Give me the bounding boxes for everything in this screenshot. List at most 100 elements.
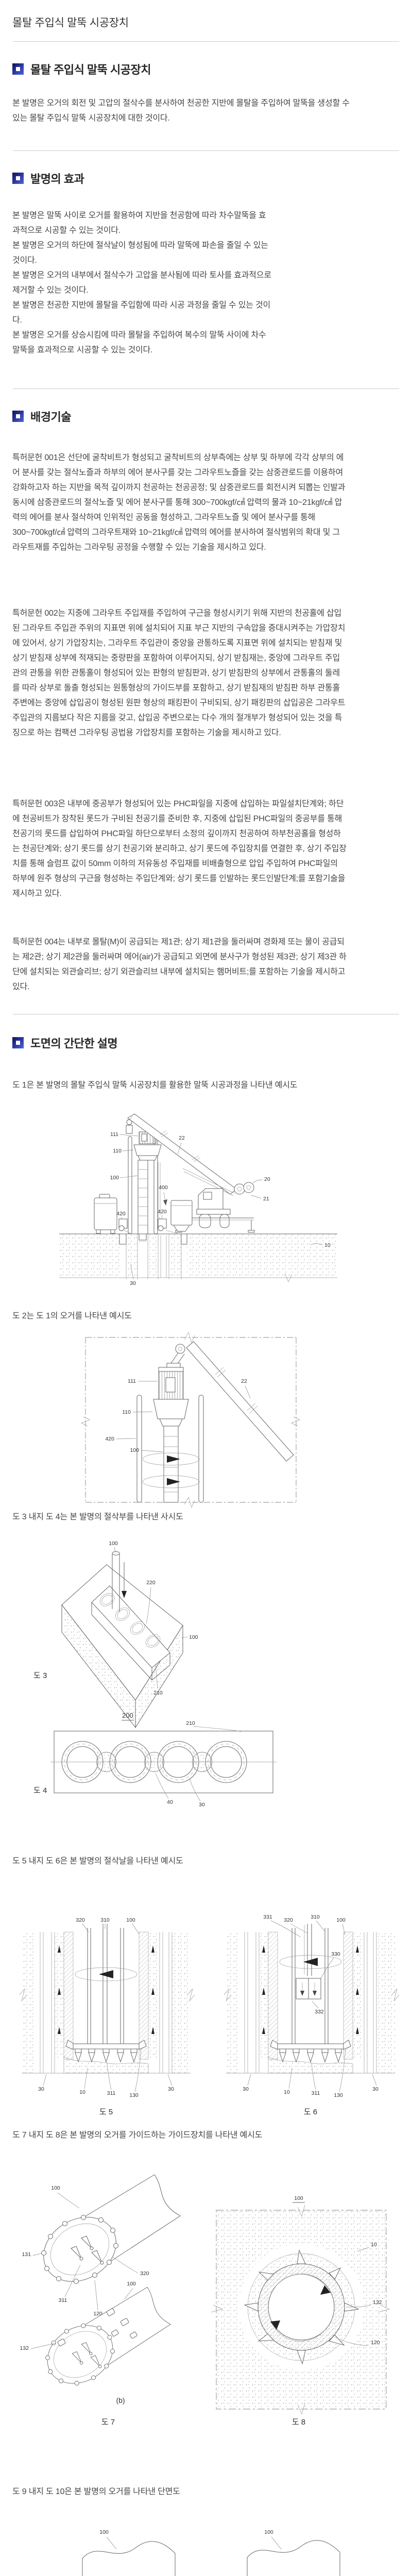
- ref-label-111: 111: [110, 1131, 118, 1138]
- section-heading-effects: 발명의 효과: [12, 170, 84, 187]
- figure-1-rig-illustration: 111 110 100 400 420 420 22 20 21 10 30: [59, 1113, 337, 1286]
- background-paragraph-003: 특허문헌 003은 내부에 중공부가 형성되어 있는 PHC파일을 지중에 삽입…: [12, 800, 347, 898]
- ref-label-20: 20: [264, 1176, 270, 1182]
- effects-paragraph: 본 발명은 말뚝 사이로 오거를 활용하여 지반을 천공함에 따라 차수말뚝을 …: [12, 211, 266, 235]
- ref-label-400: 400: [159, 1184, 168, 1191]
- figure-3-isometric: 100 220 100 210 도 3: [33, 1540, 198, 1728]
- figure-caption-7-8: 도 7 내지 도 8은 본 발명의 오거를 가이드하는 가이드장치를 나타낸 예…: [12, 2131, 263, 2140]
- background-paragraph-004: 특허문헌 004는 내부로 몰탈(M)이 공급되는 제1관; 상기 제1관을 둘…: [12, 938, 347, 991]
- section-bullet-icon: [12, 63, 24, 75]
- ref-label-310: 310: [311, 1914, 320, 1920]
- ref-label-330: 330: [331, 1951, 340, 1957]
- figure-7b-sublabel: (b): [116, 2396, 125, 2404]
- page-title: 몰탈 주입식 말뚝 시공장치: [12, 17, 129, 29]
- ref-label-100: 100: [294, 2195, 303, 2201]
- ref-label-10: 10: [79, 2089, 85, 2095]
- ref-label-420: 420: [116, 1211, 126, 1217]
- ref-label-40: 40: [167, 1799, 173, 1805]
- figure-9a: 100 122 120 132 131 (a): [82, 2529, 176, 2576]
- ref-label-130: 130: [129, 2092, 139, 2098]
- ref-label-100: 100: [264, 2529, 273, 2535]
- ref-label-120: 120: [371, 2340, 380, 2346]
- ref-label-332: 332: [315, 2009, 324, 2015]
- ref-label-420: 420: [158, 1209, 167, 1215]
- figure-caption-1: 도 1은 본 발명의 몰탈 주입식 말뚝 시공장치를 활용한 말뚝 시공과정을 …: [12, 1081, 298, 1090]
- ref-label-311: 311: [59, 2297, 67, 2303]
- figure-6-panel: 331 320 310 100 330 332 30 10 311 130 30…: [224, 1914, 400, 2116]
- ref-label-10: 10: [324, 1242, 331, 1248]
- ref-label-22: 22: [179, 1135, 185, 1141]
- ref-label-132: 132: [20, 2345, 29, 2351]
- section-heading-background: 배경기술: [12, 408, 71, 425]
- section-title: 몰탈 주입식 말뚝 시공장치: [30, 63, 151, 76]
- section-bullet-icon: [12, 411, 24, 422]
- figure-8-caption: 도 8: [292, 2418, 305, 2427]
- ref-label-210: 210: [186, 1720, 195, 1726]
- divider: [13, 388, 399, 389]
- section-title: 발명의 효과: [30, 173, 84, 185]
- section-bullet-icon: [12, 1037, 24, 1048]
- effects-paragraph: 본 발명은 오거를 상승시킴에 따라 몰탈을 주입하여 복수의 말뚝 사이에 차…: [12, 331, 266, 354]
- figure-9b: 100 121 120 132 131 (b): [247, 2529, 340, 2576]
- ref-label-100: 100: [130, 1447, 139, 1453]
- section-heading-drawings: 도면의 간단한 설명: [12, 1035, 118, 1051]
- effects-paragraph: 본 발명은 오거의 내부에서 절삭수가 고압을 분사됨에 따라 토사를 효과적으…: [12, 271, 271, 295]
- ref-label-331: 331: [263, 1914, 272, 1920]
- effects-paragraphs: 본 발명은 말뚝 사이로 오거를 활용하여 지반을 천공함에 따라 차수말뚝을 …: [12, 208, 272, 358]
- ref-label-200: 200: [122, 1711, 133, 1719]
- ref-label-210: 210: [153, 1690, 163, 1696]
- ref-label-320: 320: [76, 1917, 85, 1923]
- figure-8-panel: 100 10: [211, 2195, 390, 2427]
- ref-label-131: 131: [22, 2251, 31, 2258]
- effects-paragraph: 본 발명은 오거의 하단에 절삭날이 형성됨에 따라 말뚝에 파손을 줄일 수 …: [12, 241, 268, 265]
- ref-label-132: 132: [373, 2299, 382, 2306]
- figure-5-caption: 도 5: [99, 2108, 113, 2116]
- figure-3-caption: 도 3: [33, 1671, 47, 1680]
- ref-label-100: 100: [127, 2281, 136, 2287]
- ref-label-100: 100: [110, 1175, 119, 1181]
- ref-label-30: 30: [130, 1280, 136, 1286]
- figure-caption-2: 도 2는 도 1의 오거를 나타낸 예시도: [12, 1312, 132, 1320]
- background-paragraph-002: 특허문헌 002는 지중에 그라우트 주입재를 주입하여 구근을 형성시키기 위…: [12, 609, 346, 737]
- figure-5-6-sections: 320 310 100 30 10 311 130 30 도 5: [19, 1914, 400, 2116]
- ref-label-120: 120: [93, 2311, 102, 2317]
- ref-label-100: 100: [126, 1917, 135, 1923]
- figure-2-auger-illustration: 22 111 110 420 100: [81, 1332, 300, 1509]
- intro-paragraph: 본 발명은 오거의 회전 및 고압의 절삭수를 분사하여 천공한 지반에 몰탈을…: [12, 99, 350, 123]
- section-title: 도면의 간단한 설명: [30, 1037, 118, 1050]
- ref-label-10: 10: [284, 2089, 290, 2095]
- effects-paragraph: 본 발명은 천공한 지반에 몰탈을 주입함에 따라 시공 과정을 줄일 수 있는…: [12, 301, 271, 325]
- ref-label-311: 311: [312, 2090, 320, 2096]
- ref-label-30: 30: [372, 2086, 379, 2092]
- ref-label-100: 100: [189, 1634, 198, 1640]
- figure-caption-3-4: 도 3 내지 도 4는 본 발명의 절삭부를 나타낸 사시도: [12, 1513, 183, 1521]
- ref-label-21: 21: [263, 1196, 269, 1202]
- ref-label-310: 310: [100, 1917, 110, 1923]
- ref-label-100: 100: [51, 2185, 60, 2191]
- figure-7-caption: 도 7: [101, 2418, 115, 2427]
- figure-5-panel: 320 310 100 30 10 311 130 30 도 5: [19, 1917, 195, 2116]
- section-bullet-icon: [12, 173, 24, 184]
- figure-9-sections: 100 122 120 132 131 (a): [82, 2529, 340, 2576]
- background-paragraph-001: 특허문헌 001은 선단에 굴착비트가 형성되고 굴착비트의 상부측에는 상부 …: [12, 453, 346, 552]
- figure-caption-9-10: 도 9 내지 도 10은 본 발명의 오거를 나타낸 단면도: [12, 2487, 180, 2496]
- ref-label-22: 22: [241, 1378, 247, 1384]
- figure-4-caption: 도 4: [33, 1786, 47, 1795]
- ref-label-100: 100: [99, 2529, 109, 2535]
- ref-label-110: 110: [122, 1409, 131, 1415]
- ref-label-30: 30: [38, 2086, 44, 2092]
- ref-label-320: 320: [284, 1917, 293, 1923]
- ref-label-320: 320: [140, 2270, 149, 2277]
- ref-label-30: 30: [168, 2086, 174, 2092]
- ref-label-311: 311: [107, 2090, 116, 2096]
- section-title: 배경기술: [30, 411, 71, 423]
- divider: [13, 150, 399, 151]
- ref-label-220: 220: [146, 1580, 156, 1586]
- ref-label-30: 30: [243, 2086, 249, 2092]
- figure-7-8-guides: 100 131 311 120 320 (a) 100 132 (b) 도 7 …: [20, 2174, 390, 2427]
- ref-label-111: 111: [128, 1378, 136, 1384]
- divider: [13, 41, 399, 42]
- figure-4-plan: 200 210 40 30 도 4: [33, 1711, 277, 1808]
- figure-caption-5-6: 도 5 내지 도 6은 본 발명의 절삭날을 나타낸 예시도: [12, 1857, 183, 1866]
